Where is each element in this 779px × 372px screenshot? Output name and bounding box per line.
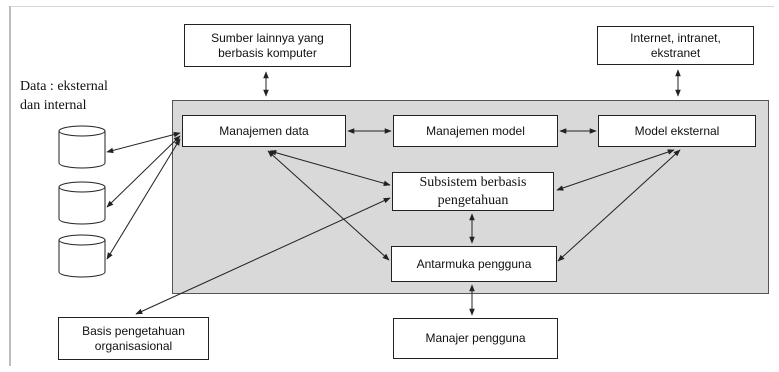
arrow-basis-subsistem [135, 197, 391, 315]
frame-left-border [9, 6, 11, 366]
box-subsistem-pengetahuan: Subsistem berbasis pengetahuan [392, 172, 554, 211]
arrow-db1-data [106, 131, 181, 154]
box-manajemen-model: Manajemen model [393, 115, 558, 147]
box-manajer-pengguna: Manajer pengguna [393, 318, 558, 359]
arrow-eksternal-antarmuka [557, 149, 681, 262]
database-icon-2 [58, 181, 106, 225]
arrow-db2-data [106, 135, 181, 208]
box-model-eksternal: Model eksternal [598, 115, 756, 147]
box-manajemen-data: Manajemen data [182, 115, 346, 147]
database-icon-3 [58, 234, 106, 278]
box-internet: Internet, intranet, ekstranet [597, 26, 754, 65]
database-icon-1 [58, 125, 106, 169]
arrow-eksternal-subsistem [556, 149, 675, 191]
arrow-data-subsistem [269, 150, 391, 186]
arrow-db3-data [106, 138, 181, 260]
box-basis-pengetahuan: Basis pengetahuan organisasional [58, 317, 209, 360]
frame-top-border [9, 6, 774, 7]
label-data-sources: Data : eksternal dan internal [20, 79, 108, 113]
box-antarmuka-pengguna: Antarmuka pengguna [391, 246, 557, 282]
box-external-sources: Sumber lainnya yang berbasis komputer [184, 24, 351, 67]
